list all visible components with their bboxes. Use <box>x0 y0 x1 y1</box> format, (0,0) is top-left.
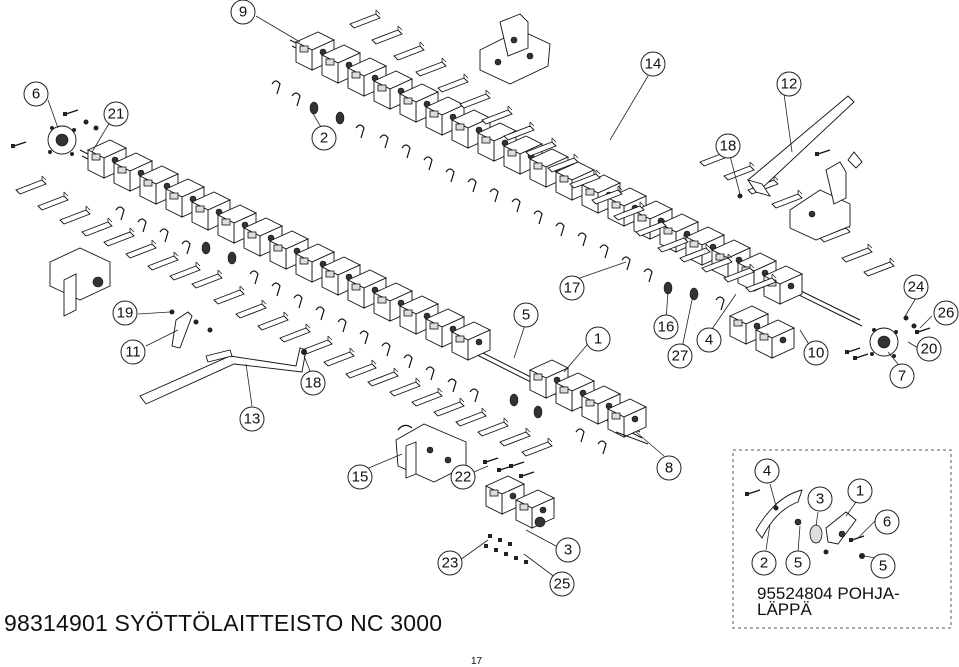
inset-title-line1: 95524804 POHJA- <box>757 584 900 603</box>
svg-text:18: 18 <box>305 375 322 392</box>
callout-10: 10 <box>803 340 829 366</box>
svg-text:26: 26 <box>938 305 955 322</box>
svg-text:7: 7 <box>898 368 906 385</box>
inset-callout-5a: 5 <box>785 550 811 576</box>
svg-text:3: 3 <box>816 491 824 508</box>
callout-11: 11 <box>120 339 146 365</box>
lever-13-assembly <box>139 309 307 405</box>
callout-15: 15 <box>347 464 373 490</box>
callout-23: 23 <box>437 550 463 576</box>
callout-17: 17 <box>559 275 585 301</box>
svg-text:9: 9 <box>239 4 247 21</box>
callout-1: 1 <box>585 326 611 352</box>
svg-text:11: 11 <box>125 344 141 361</box>
svg-text:12: 12 <box>781 76 798 93</box>
right-end-assembly <box>729 305 931 361</box>
callout-6: 6 <box>23 81 49 107</box>
svg-text:23: 23 <box>442 555 459 572</box>
callout-18a: 18 <box>715 133 741 159</box>
svg-text:6: 6 <box>883 514 891 531</box>
upper-feeder-assembly <box>271 9 895 327</box>
callout-20: 20 <box>916 336 942 362</box>
inset-callout-1: 1 <box>847 478 873 504</box>
svg-text:8: 8 <box>665 460 673 477</box>
svg-text:19: 19 <box>117 305 134 322</box>
svg-text:4: 4 <box>705 332 713 349</box>
left-end-assembly <box>10 109 111 317</box>
callout-8: 8 <box>656 455 682 481</box>
svg-text:27: 27 <box>672 348 689 365</box>
svg-text:21: 21 <box>108 106 125 123</box>
assembly-title: 98314901 SYÖTTÖLAITTEISTO NC 3000 <box>4 610 443 636</box>
svg-text:24: 24 <box>908 279 925 296</box>
lever-12-assembly <box>737 95 863 241</box>
callouts: 9 6 21 2 14 12 18 24 26 20 7 10 4 27 16 … <box>23 0 959 597</box>
inset-callout-6: 6 <box>874 509 900 535</box>
callout-24: 24 <box>903 274 929 300</box>
inset-callout-3: 3 <box>807 486 833 512</box>
svg-text:15: 15 <box>352 469 369 486</box>
svg-text:25: 25 <box>554 576 571 593</box>
callout-16: 16 <box>653 314 679 340</box>
inset-callout-4: 4 <box>754 458 780 484</box>
lower-feeder-assembly <box>15 139 649 457</box>
page-number: 17 <box>471 656 483 667</box>
svg-text:18: 18 <box>720 138 737 155</box>
inset-assembly <box>732 449 952 629</box>
callout-13: 13 <box>239 406 265 432</box>
svg-text:10: 10 <box>808 345 825 362</box>
callout-7: 7 <box>889 363 915 389</box>
callout-9: 9 <box>230 0 256 25</box>
svg-text:5: 5 <box>522 307 530 324</box>
callout-22: 22 <box>450 464 476 490</box>
callout-2: 2 <box>311 125 337 151</box>
svg-text:6: 6 <box>32 86 40 103</box>
callout-5: 5 <box>513 302 539 328</box>
inset-callout-5b: 5 <box>870 553 896 579</box>
svg-text:1: 1 <box>594 331 602 348</box>
svg-text:14: 14 <box>645 56 662 73</box>
housing-22-assembly <box>482 457 555 564</box>
svg-text:5: 5 <box>879 558 887 575</box>
svg-text:16: 16 <box>658 319 675 336</box>
svg-text:5: 5 <box>794 555 802 572</box>
svg-text:1: 1 <box>856 483 864 500</box>
bracket-15-assembly <box>395 423 467 483</box>
callout-3: 3 <box>555 537 581 563</box>
inset-callout-2: 2 <box>751 550 777 576</box>
svg-text:3: 3 <box>564 542 572 559</box>
svg-text:20: 20 <box>921 341 938 358</box>
callout-21: 21 <box>103 101 129 127</box>
callout-4: 4 <box>696 327 722 353</box>
svg-text:22: 22 <box>455 469 472 486</box>
callout-27: 27 <box>667 343 693 369</box>
svg-text:17: 17 <box>564 280 581 297</box>
svg-text:2: 2 <box>760 555 768 572</box>
inset-title-line2: LÄPPÄ <box>757 600 812 619</box>
callout-25: 25 <box>549 571 575 597</box>
svg-text:2: 2 <box>320 130 328 147</box>
callout-19: 19 <box>112 300 138 326</box>
callout-12: 12 <box>776 71 802 97</box>
bracket-14-assembly <box>479 13 551 85</box>
callout-18b: 18 <box>300 370 326 396</box>
svg-text:4: 4 <box>763 463 771 480</box>
callout-14: 14 <box>640 51 666 77</box>
svg-text:13: 13 <box>244 411 261 428</box>
callout-26: 26 <box>933 300 959 326</box>
